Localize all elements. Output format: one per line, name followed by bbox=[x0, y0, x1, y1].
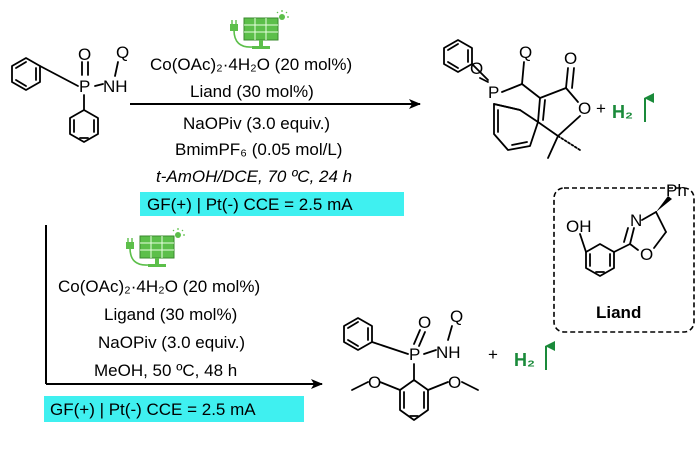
atom-q: Q bbox=[116, 43, 129, 62]
atom-o: O bbox=[418, 313, 431, 332]
atom-n: N bbox=[630, 211, 642, 230]
top-h2: H₂ bbox=[612, 102, 633, 122]
top-condition-1: Co(OAc)₂·4H₂O (20 mol%) bbox=[150, 55, 352, 74]
atom-q: Q bbox=[519, 43, 532, 62]
bottom-electrolysis: GF(+) | Pt(-) CCE = 2.5 mA bbox=[50, 400, 256, 419]
product-dimethoxyaryl: P O NH Q O O bbox=[343, 307, 479, 421]
atom-o: O bbox=[640, 245, 653, 264]
atom-nh: NH bbox=[436, 343, 461, 362]
reactant-phosphinamide: P O NH Q bbox=[11, 43, 129, 143]
top-conditions: Co(OAc)₂·4H₂O (20 mol%) Liand (30 mol%) … bbox=[140, 55, 404, 216]
atom-o: O bbox=[578, 99, 591, 118]
ligand-box bbox=[553, 187, 695, 333]
top-electrolysis: GF(+) | Pt(-) CCE = 2.5 mA bbox=[147, 195, 353, 214]
atom-q: Q bbox=[450, 307, 463, 326]
solar-panel-icon bbox=[125, 227, 186, 268]
atom-o: O bbox=[470, 59, 483, 78]
bottom-h2: H₂ bbox=[514, 350, 535, 370]
bottom-conditions: Co(OAc)₂·4H₂O (20 mol%) Ligand (30 mol%)… bbox=[44, 277, 304, 422]
top-condition-4: BmimPF₆ (0.05 mol/L) bbox=[175, 140, 342, 159]
product-lactone: O P Q O O + H₂ bbox=[443, 39, 654, 159]
bottom-condition-2: Ligand (30 mol%) bbox=[104, 305, 237, 324]
bottom-electrolysis-highlight bbox=[44, 396, 304, 422]
atom-p: P bbox=[79, 77, 90, 96]
top-condition-5: t-AmOH/DCE, 70 ºC, 24 h bbox=[156, 167, 352, 186]
ligand-label: Liand bbox=[596, 303, 641, 322]
bottom-condition-3: NaOPiv (3.0 equiv.) bbox=[98, 333, 245, 352]
atom-p: P bbox=[409, 345, 420, 364]
bottom-plus: + bbox=[488, 345, 498, 364]
atom-o: O bbox=[448, 373, 461, 392]
top-plus: + bbox=[596, 99, 606, 118]
atom-p: P bbox=[488, 83, 499, 102]
top-electrolysis-highlight bbox=[140, 192, 404, 216]
ligand-structure: OH N O Ph bbox=[566, 181, 687, 277]
bottom-condition-4: MeOH, 50 ºC, 48 h bbox=[94, 361, 237, 380]
stereo-wedge bbox=[656, 196, 672, 212]
top-condition-3: NaOPiv (3.0 equiv.) bbox=[183, 114, 330, 133]
bottom-condition-1: Co(OAc)₂·4H₂O (20 mol%) bbox=[58, 277, 260, 296]
atom-o: O bbox=[78, 45, 91, 64]
atom-o: O bbox=[564, 49, 577, 68]
atom-o: O bbox=[368, 373, 381, 392]
atom-nh: NH bbox=[103, 77, 128, 96]
solar-panel-icon bbox=[229, 9, 290, 50]
atom-oh: OH bbox=[566, 217, 592, 236]
top-condition-2: Liand (30 mol%) bbox=[190, 82, 314, 101]
ligand-ph: Ph bbox=[666, 181, 687, 200]
